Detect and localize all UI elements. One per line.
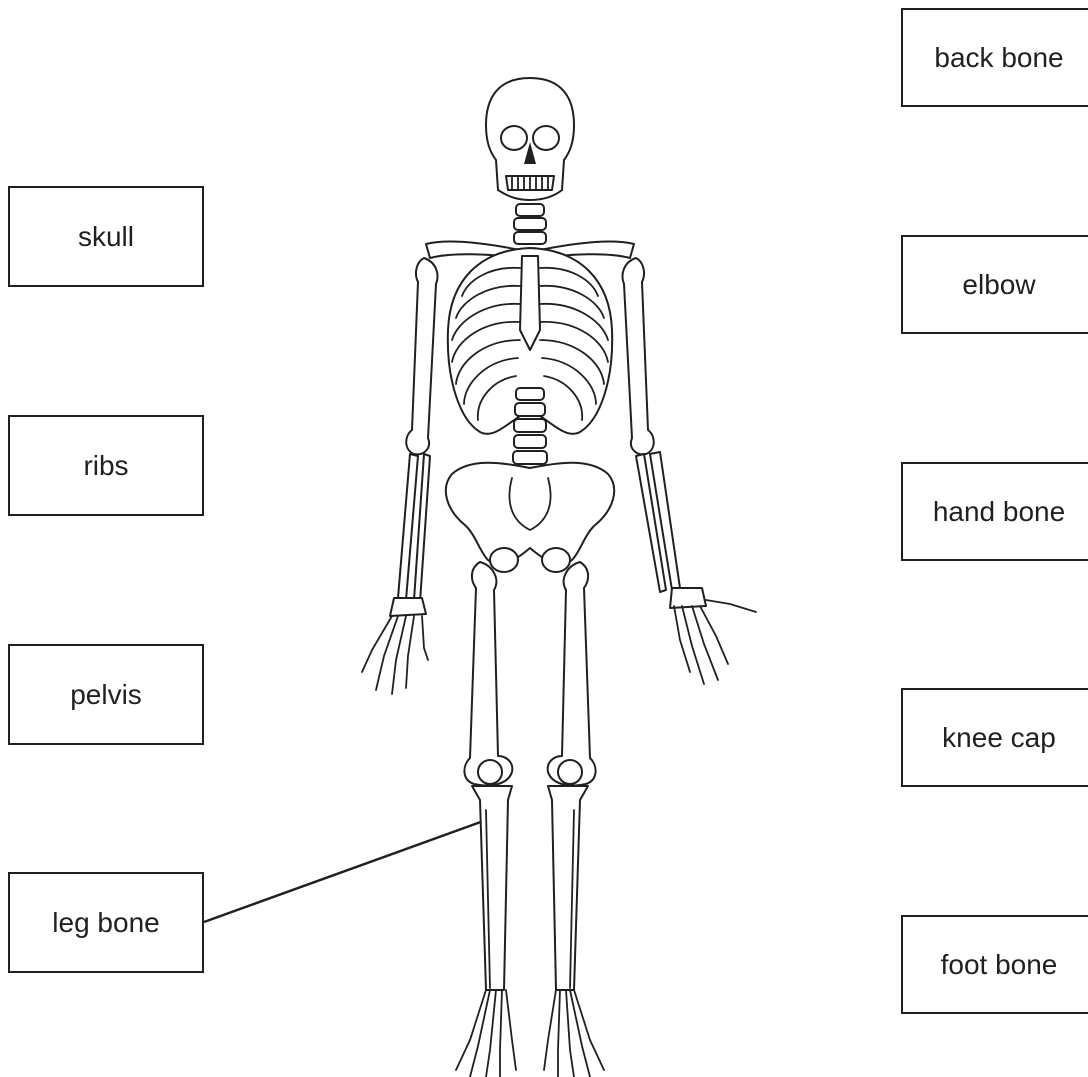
label-foot-bone: foot bone	[901, 915, 1088, 1014]
pelvis-graphic	[446, 463, 614, 572]
spine-graphic	[513, 388, 547, 464]
left-leg-graphic	[456, 562, 516, 1077]
label-back-bone: back bone	[901, 8, 1088, 107]
leg-bone-connector-line	[204, 815, 500, 922]
label-hand-bone: hand bone	[901, 462, 1088, 561]
label-knee-cap: knee cap	[901, 688, 1088, 787]
label-elbow: elbow	[901, 235, 1088, 334]
label-pelvis: pelvis	[8, 644, 204, 745]
right-leg-graphic	[544, 562, 604, 1077]
label-ribs: ribs	[8, 415, 204, 516]
neck-vertebrae-graphic	[514, 204, 546, 244]
left-arm-graphic	[362, 258, 438, 694]
skull-graphic	[486, 78, 574, 200]
label-skull: skull	[8, 186, 204, 287]
right-arm-graphic	[623, 258, 757, 684]
label-leg-bone: leg bone	[8, 872, 204, 973]
